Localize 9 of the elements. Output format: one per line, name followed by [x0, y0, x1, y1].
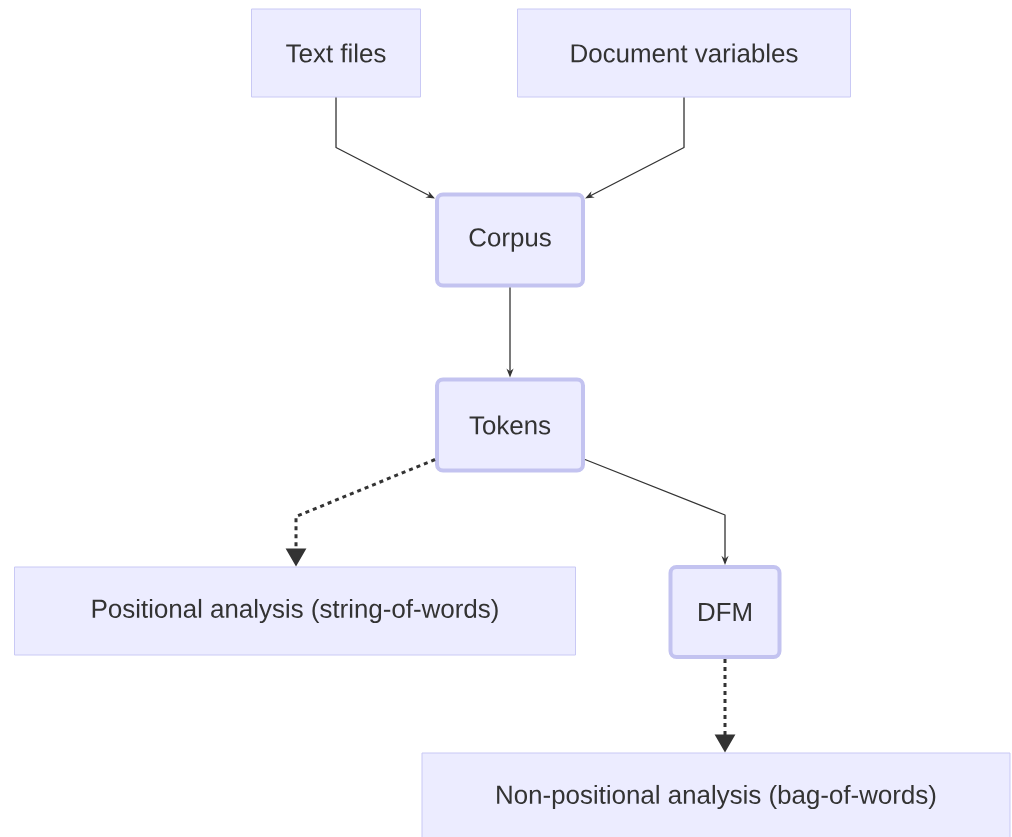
process-box: Non-positional analysis (bag-of-words) [421, 752, 1011, 837]
process-box: Tokens [435, 377, 585, 473]
process-box: Corpus [435, 192, 585, 288]
process-box: Document variables [517, 8, 851, 98]
arrow [335, 96, 435, 199]
process-box: Positional analysis (string-of-words) [14, 566, 576, 656]
arrow [585, 96, 685, 199]
process-box: Text files [251, 8, 421, 98]
process-box: DFM [668, 565, 782, 659]
